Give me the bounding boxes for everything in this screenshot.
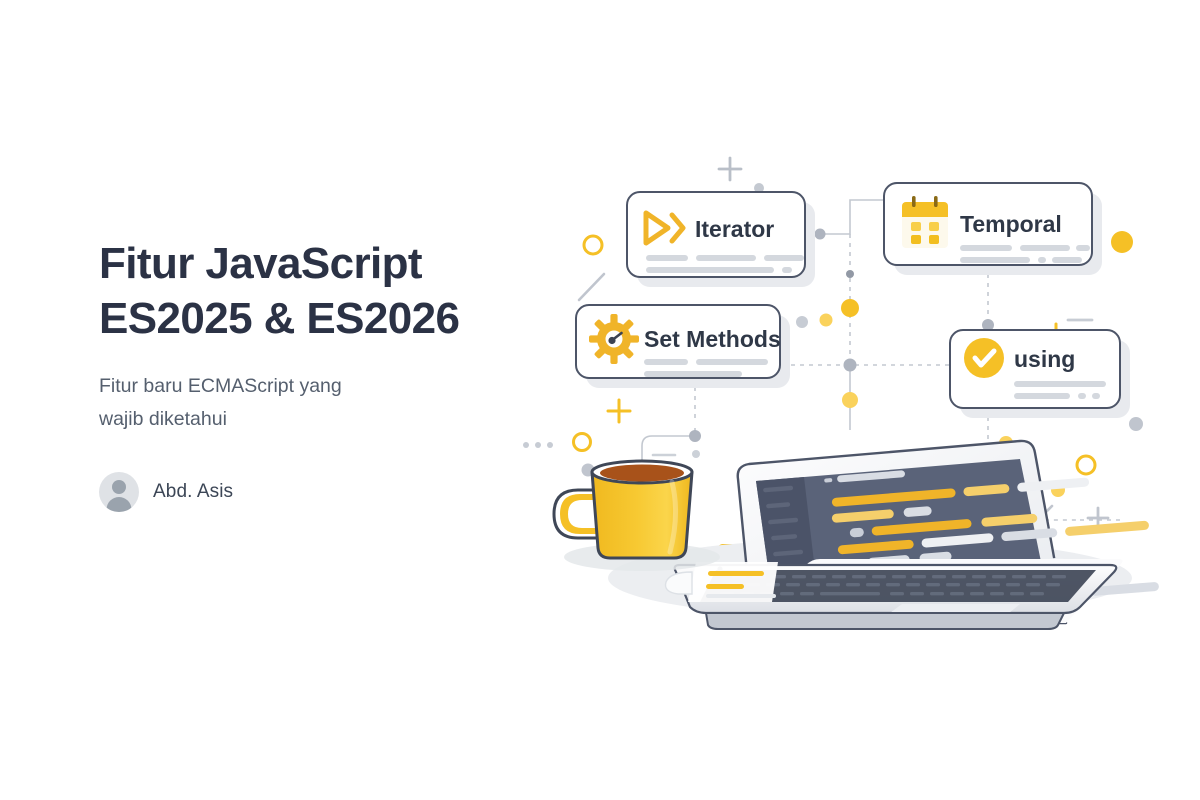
avatar-head-shape xyxy=(112,479,126,494)
card-set-methods-label: Set Methods xyxy=(644,326,781,352)
calendar-icon xyxy=(902,196,948,248)
hero-text-block: Fitur JavaScript ES2025 & ES2026 Fitur b… xyxy=(99,236,539,513)
gear-icon xyxy=(589,314,639,364)
laptop-with-code-editor xyxy=(673,439,1159,630)
card-iterator-label: Iterator xyxy=(695,216,774,242)
fast-forward-play-icon xyxy=(643,210,686,246)
page-subtitle: Fitur baru ECMAScript yang wajib diketah… xyxy=(99,374,342,430)
card-iterator-placeholder-lines xyxy=(646,255,804,273)
card-using-label: using xyxy=(1014,346,1075,372)
connector-nodes xyxy=(689,228,994,442)
card-temporal[interactable]: Temporal xyxy=(883,182,1102,275)
card-temporal-placeholder-lines xyxy=(960,245,1090,263)
author-byline: Abd. Asis xyxy=(99,472,539,513)
card-using-placeholder-lines xyxy=(1014,381,1106,399)
desk-note-paper xyxy=(664,562,778,602)
coffee-mug xyxy=(552,459,720,571)
user-avatar-icon xyxy=(99,472,139,513)
card-using[interactable]: using xyxy=(949,329,1130,418)
card-temporal-label: Temporal xyxy=(960,211,1062,237)
card-set-methods[interactable]: Set Methods xyxy=(575,304,790,388)
avatar-body-shape xyxy=(106,497,132,513)
author-name: Abd. Asis xyxy=(153,481,234,503)
check-circle-icon xyxy=(964,338,1004,378)
javascript-features-illustration: Iterator xyxy=(520,110,1180,630)
page-title: Fitur JavaScript ES2025 & ES2026 xyxy=(99,239,460,344)
card-set-methods-placeholder-lines xyxy=(644,359,768,377)
card-iterator[interactable]: Iterator xyxy=(626,191,815,287)
